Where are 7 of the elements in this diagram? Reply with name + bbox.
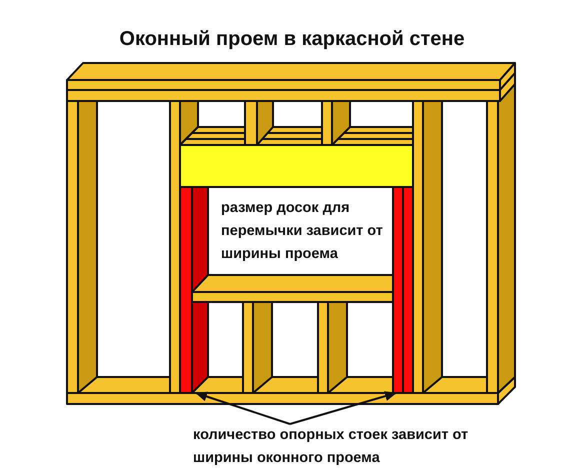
- note-text: размер досок для перемычки зависит от ширины проема: [221, 199, 384, 264]
- leader-arrow: [290, 391, 397, 425]
- trimmer-stud: [392, 186, 414, 394]
- title: Оконный проем в каркасной стене: [119, 28, 465, 50]
- leader-arrow: [195, 392, 290, 425]
- trimmer-stud: [179, 186, 209, 394]
- callout-text: количество опорных стоек зависит от ширины оконного проема: [193, 424, 513, 470]
